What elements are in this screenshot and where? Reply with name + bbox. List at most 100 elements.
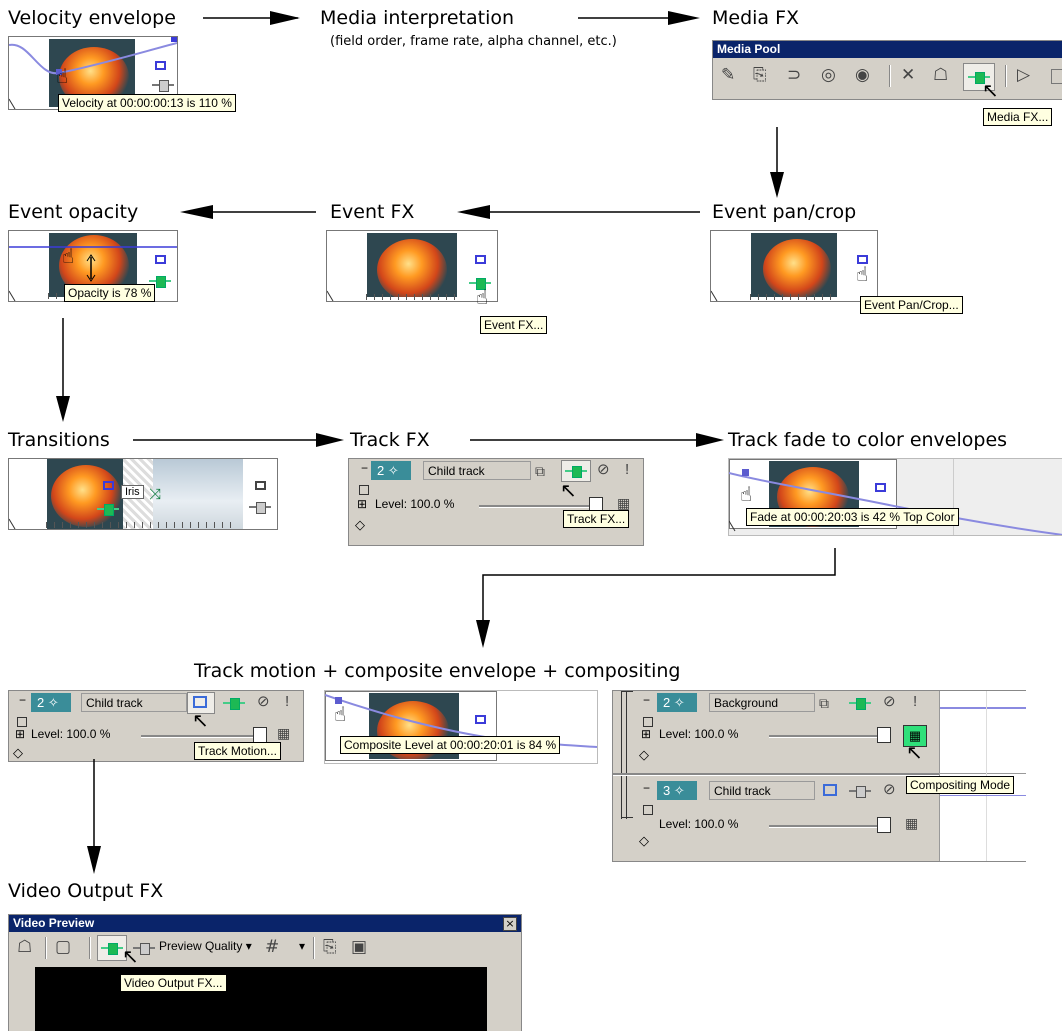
- pancrop-event[interactable]: [710, 230, 878, 302]
- event-fx-event[interactable]: [326, 230, 498, 302]
- event-fx-icon[interactable]: [152, 79, 174, 92]
- compositing-mode-icon[interactable]: ▦: [905, 815, 919, 831]
- track-number[interactable]: 3 ✧: [657, 781, 697, 800]
- track-fx-icon[interactable]: [849, 785, 871, 798]
- save-snapshot-icon[interactable]: ▣: [351, 937, 368, 957]
- close-button[interactable]: ×: [503, 917, 517, 931]
- level-slider-knob[interactable]: [877, 727, 891, 743]
- expand-icon[interactable]: [359, 485, 369, 495]
- track-name[interactable]: Child track: [423, 461, 531, 480]
- level-slider[interactable]: [769, 825, 879, 828]
- get-media-icon[interactable]: ⊃: [787, 65, 802, 85]
- video-output-fx-button[interactable]: [97, 935, 127, 961]
- envelope-icon[interactable]: ◇: [639, 833, 649, 848]
- pan-crop-icon[interactable]: [475, 715, 486, 724]
- heading-event-fx: Event FX: [330, 201, 415, 223]
- transition-icon[interactable]: ⤨: [149, 485, 162, 503]
- preview-quality-dropdown[interactable]: Preview Quality ▾: [159, 939, 252, 953]
- event-thumbnail: [367, 233, 457, 297]
- video-preview-title: Video Preview: [9, 915, 521, 932]
- pan-crop-icon[interactable]: [475, 255, 486, 264]
- level-slider[interactable]: [769, 735, 879, 738]
- event-fx-icon[interactable]: [249, 501, 271, 514]
- overlays-icon[interactable]: #: [265, 937, 280, 957]
- track-name[interactable]: Child track: [709, 781, 815, 800]
- mute-icon[interactable]: ⊘: [257, 693, 270, 710]
- pan-crop-icon[interactable]: [155, 255, 166, 264]
- wand-icon[interactable]: ✎: [721, 65, 736, 85]
- envelope-icon[interactable]: ◇: [639, 747, 649, 762]
- timeline-ticks: [46, 522, 236, 528]
- hand-cursor-icon: ☝: [334, 702, 347, 726]
- media-pool-title: Media Pool: [713, 41, 1062, 58]
- track-motion-icon[interactable]: [823, 784, 837, 796]
- media-fx-button[interactable]: [963, 63, 995, 91]
- track-motion-button[interactable]: [187, 692, 215, 714]
- track-fx-icon[interactable]: [849, 697, 871, 710]
- play-icon[interactable]: ▷: [1017, 65, 1031, 85]
- pan-crop-icon[interactable]: [255, 481, 266, 490]
- video-output-fx-tooltip: Video Output FX...: [120, 974, 227, 992]
- track-level-label: Level: 100.0 %: [659, 727, 739, 741]
- heading-event-pancrop: Event pan/crop: [712, 201, 857, 223]
- pan-crop-icon[interactable]: [155, 61, 166, 70]
- mute-icon[interactable]: ⊘: [883, 781, 896, 798]
- track-fx-icon: [565, 465, 587, 478]
- opacity-tooltip: Opacity is 78 %: [64, 284, 156, 302]
- external-monitor-icon[interactable]: ▢: [55, 937, 72, 957]
- event-fx-icon[interactable]: [149, 275, 171, 288]
- compositing-mode-icon[interactable]: ▦: [617, 495, 631, 511]
- pan-crop-icon[interactable]: [875, 483, 886, 492]
- transition-events[interactable]: Iris ⤨: [8, 458, 278, 530]
- track-motion-icon[interactable]: ⧉: [535, 463, 545, 479]
- level-slider[interactable]: [141, 735, 257, 738]
- bypass-fx-icon[interactable]: [133, 942, 155, 955]
- search-media-icon[interactable]: ◉: [855, 65, 870, 85]
- event-fx-icon[interactable]: [469, 277, 491, 290]
- expand-icon[interactable]: [643, 717, 653, 727]
- track-fx-button[interactable]: [561, 460, 591, 482]
- track-motion-icon[interactable]: ⧉: [819, 695, 829, 711]
- level-slider[interactable]: [479, 505, 595, 508]
- compositing-mode-button[interactable]: ▦: [903, 725, 927, 747]
- track-level-label: Level: 100.0 %: [31, 727, 111, 741]
- close-icon: ×: [505, 917, 515, 930]
- solo-icon[interactable]: !: [285, 693, 290, 710]
- copy-snapshot-icon[interactable]: ⎘: [323, 937, 337, 957]
- track-fx-icon[interactable]: [223, 697, 245, 710]
- remove-icon[interactable]: ✕: [901, 65, 916, 85]
- compositing-mode-icon[interactable]: ▦: [277, 725, 291, 741]
- expand-icon[interactable]: [643, 805, 653, 815]
- event-fx-icon[interactable]: [97, 503, 119, 516]
- capture-icon[interactable]: ⎘: [753, 65, 767, 85]
- velocity-event[interactable]: [8, 36, 178, 110]
- overlays-dropdown-icon[interactable]: ▾: [299, 939, 306, 953]
- track-number[interactable]: 2 ✧: [657, 693, 697, 712]
- track-level-label: Level: 100.0 %: [659, 817, 739, 831]
- track-number[interactable]: 2 ✧: [371, 461, 411, 480]
- envelope-icon[interactable]: ◇: [355, 517, 365, 532]
- track-fx-tooltip: Track FX...: [563, 510, 630, 528]
- pan-crop-icon[interactable]: [103, 481, 114, 490]
- track-number[interactable]: 2 ✧: [31, 693, 71, 712]
- arrow-cursor-icon: ↖: [192, 708, 209, 732]
- envelope-icon[interactable]: ◇: [13, 745, 23, 760]
- heading-track-fade: Track fade to color envelopes: [728, 429, 1008, 451]
- mute-icon[interactable]: ⊘: [883, 693, 896, 710]
- properties-icon[interactable]: ☖: [933, 65, 949, 85]
- compositing-mode-icon: ▦: [908, 728, 922, 743]
- expand-icon[interactable]: [17, 717, 27, 727]
- heading-velocity-envelope: Velocity envelope: [8, 7, 176, 29]
- composite-level-tooltip: Composite Level at 00:00:20:01 is 84 %: [340, 736, 561, 754]
- level-slider-knob[interactable]: [877, 817, 891, 833]
- solo-icon[interactable]: !: [625, 461, 630, 478]
- solo-icon[interactable]: !: [913, 693, 918, 710]
- transition-label: Iris: [121, 485, 144, 499]
- mute-icon[interactable]: ⊘: [597, 461, 610, 478]
- track-name[interactable]: Child track: [81, 693, 187, 712]
- preview-screen: [35, 967, 487, 1031]
- track-name[interactable]: Background: [709, 693, 815, 712]
- pan-crop-icon[interactable]: [857, 255, 868, 264]
- properties-icon[interactable]: ☖: [17, 937, 33, 957]
- import-disc-icon[interactable]: ◎: [821, 65, 836, 85]
